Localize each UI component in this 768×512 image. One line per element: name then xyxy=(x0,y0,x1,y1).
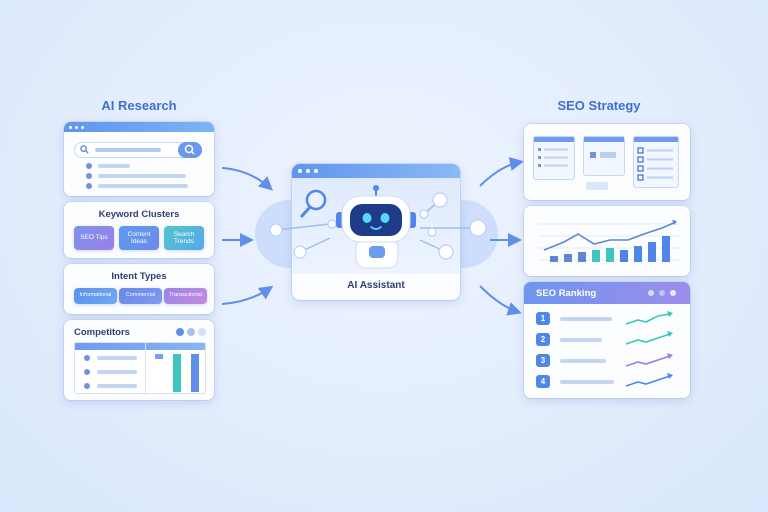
rank-trend-lines xyxy=(625,311,673,387)
chip-informational[interactable]: Informational xyxy=(74,288,117,304)
strategy-board-panel xyxy=(524,124,690,200)
header-dot xyxy=(670,290,676,296)
table-column-divider xyxy=(145,343,146,395)
intent-types-heading: Intent Types xyxy=(111,271,167,282)
search-button[interactable] xyxy=(178,142,202,158)
metric-bar xyxy=(191,354,199,392)
growth-chart-panel xyxy=(524,206,690,276)
node-circle xyxy=(269,223,283,237)
rank-row[interactable]: 2 xyxy=(534,333,680,347)
assistant-label: AI Assistant xyxy=(347,280,405,291)
competitors-heading: Competitors xyxy=(74,327,130,338)
search-panel-titlebar xyxy=(64,122,214,132)
chip-seo-tips[interactable]: SEO Tips xyxy=(74,226,114,250)
seo-ranking-header: SEO Ranking xyxy=(524,282,690,304)
seo-strategy-title: SEO Strategy xyxy=(557,98,641,113)
node-circle xyxy=(419,209,429,219)
search-input[interactable] xyxy=(74,142,202,158)
rank-row[interactable]: 1 xyxy=(534,312,680,326)
header-dot xyxy=(659,290,665,296)
search-icon xyxy=(80,145,89,154)
node-circle xyxy=(327,219,337,229)
node-circle xyxy=(293,245,307,259)
node-circle xyxy=(469,219,487,237)
node-circle xyxy=(427,227,437,237)
status-dot xyxy=(176,328,184,336)
robot-icon xyxy=(336,185,416,269)
seo-ranking-title: SEO Ranking xyxy=(536,288,597,299)
search-panel xyxy=(64,122,214,196)
result-bullet xyxy=(86,173,92,179)
metric-bar xyxy=(173,354,181,392)
result-bullet xyxy=(86,163,92,169)
chip-content-ideas[interactable]: Content Ideas xyxy=(119,226,159,250)
ai-research-title: AI Research xyxy=(101,98,177,113)
competitors-panel: Competitors xyxy=(64,320,214,400)
rank-badge: 3 xyxy=(536,354,550,367)
rank-badge: 2 xyxy=(536,333,550,346)
metric-bar xyxy=(155,354,163,359)
board-right xyxy=(633,136,679,188)
header-dot xyxy=(648,290,654,296)
keyword-clusters-panel: Keyword Clusters SEO Tips Content Ideas … xyxy=(64,202,214,258)
rank-badge: 1 xyxy=(536,312,550,325)
table-row-bullet xyxy=(84,355,90,361)
intent-types-panel: Intent Types Informational Commercial Tr… xyxy=(64,264,214,314)
rank-row[interactable]: 3 xyxy=(534,354,680,368)
seo-ranking-panel: SEO Ranking 1 2 3 4 xyxy=(524,282,690,398)
chip-transactional[interactable]: Transactional xyxy=(164,288,207,304)
table-row-bullet xyxy=(84,369,90,375)
growth-chart xyxy=(538,220,680,262)
chip-search-trends[interactable]: Search Trends xyxy=(164,226,204,250)
node-circle xyxy=(438,244,454,260)
result-bullet xyxy=(86,183,92,189)
chip-commercial[interactable]: Commercial xyxy=(119,288,162,304)
table-row-bullet xyxy=(84,383,90,389)
magnifier-icon xyxy=(300,189,327,218)
rank-row[interactable]: 4 xyxy=(534,375,680,389)
keyword-clusters-heading: Keyword Clusters xyxy=(98,209,180,220)
node-circle xyxy=(432,192,448,208)
competitors-table xyxy=(74,342,206,395)
status-dot xyxy=(198,328,206,336)
rank-badge: 4 xyxy=(536,375,550,388)
status-dot xyxy=(187,328,195,336)
